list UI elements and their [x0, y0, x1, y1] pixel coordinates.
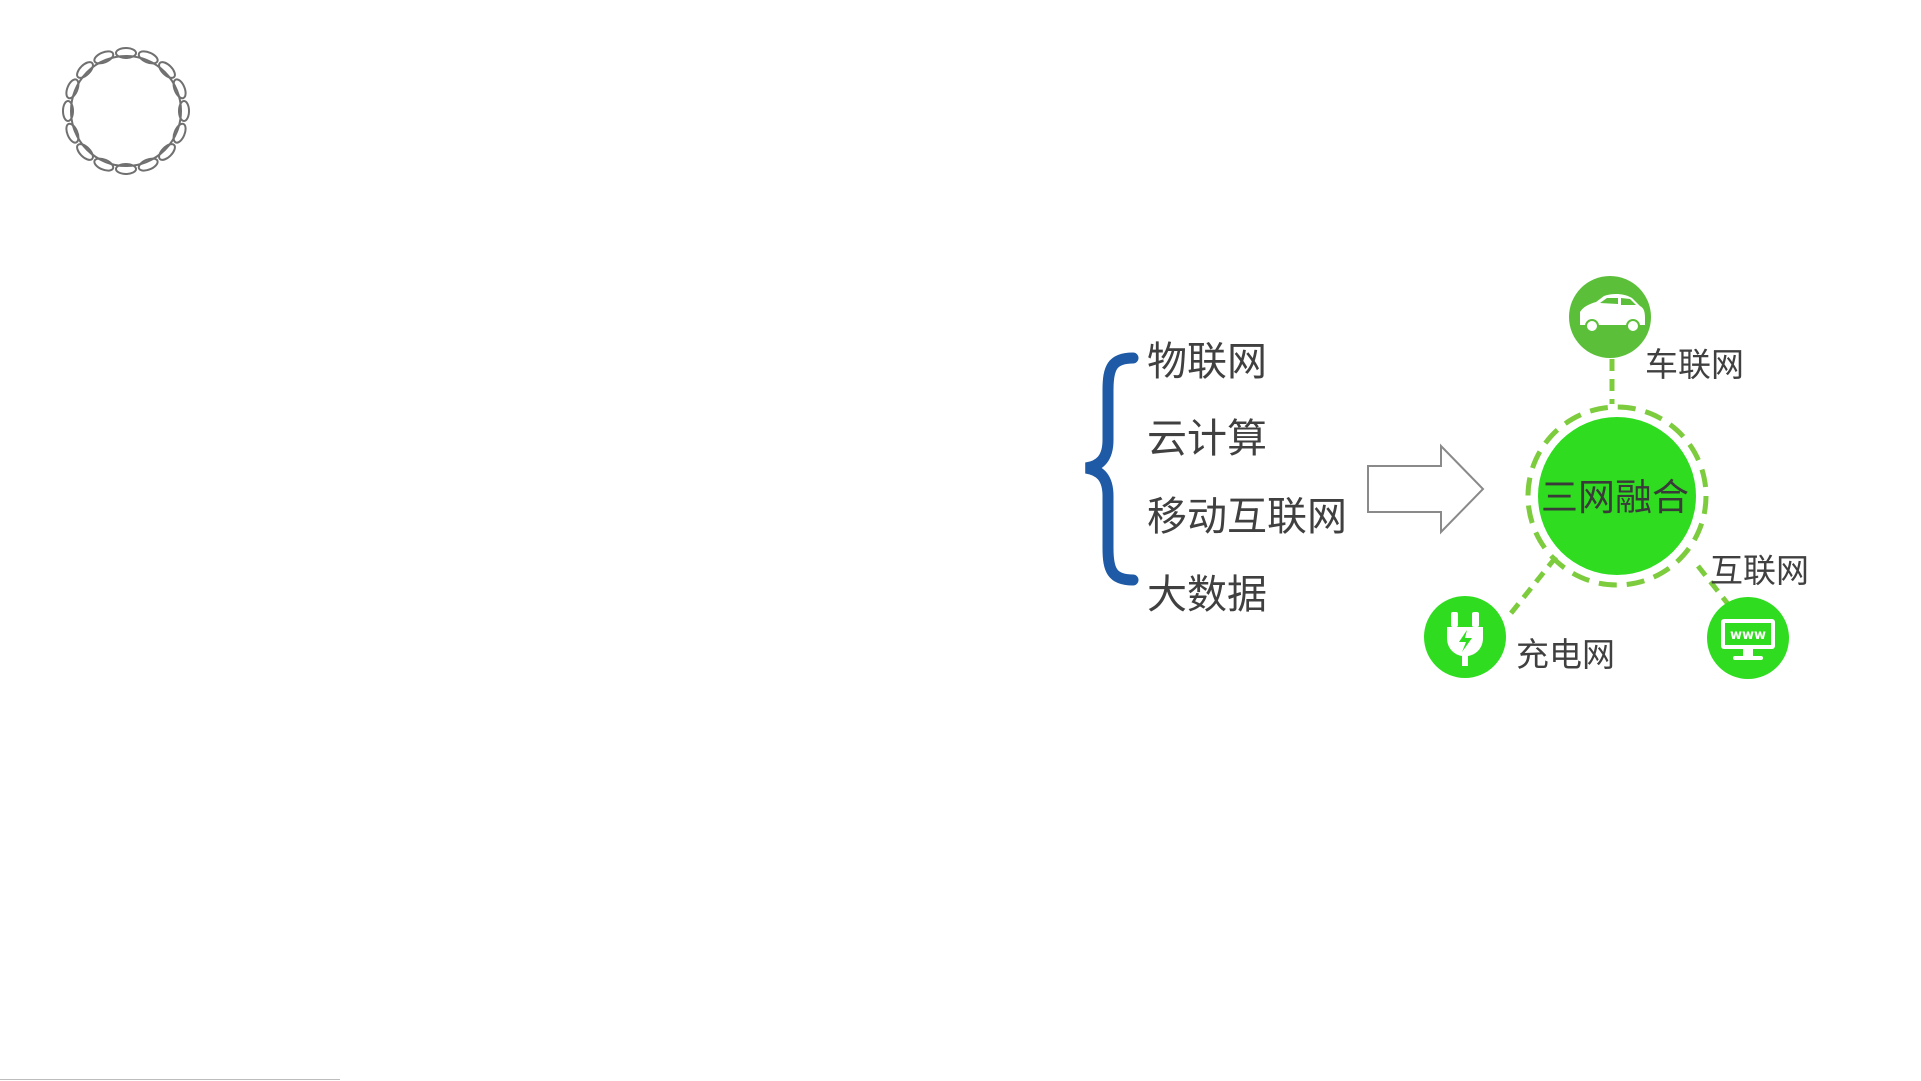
ring-petal	[137, 156, 159, 173]
term-iot: 物联网	[1147, 338, 1267, 386]
internet-label: 互联网	[1710, 551, 1809, 591]
internet-node: www	[1707, 597, 1789, 679]
ring-petal	[93, 156, 115, 173]
ornamental-ring-icon	[63, 48, 189, 174]
ring-petal	[64, 78, 81, 100]
curly-brace	[1086, 358, 1133, 580]
ring-petal	[74, 59, 95, 80]
term-cloud-computing: 云计算	[1147, 415, 1267, 463]
term-mobile-internet: 移动互联网	[1147, 493, 1347, 541]
charging-node	[1424, 596, 1506, 678]
center-label: 三网融合	[1530, 474, 1700, 522]
vehicle-node	[1569, 276, 1651, 358]
term-big-data: 大数据	[1147, 571, 1267, 619]
ring-petal	[93, 49, 115, 66]
ring-petal	[74, 141, 95, 162]
connector-charging	[1508, 557, 1556, 617]
ring-petal	[156, 59, 177, 80]
charging-network-label: 充电网	[1516, 635, 1615, 675]
ring-petal	[171, 122, 188, 144]
arrow-right-icon	[1368, 446, 1483, 532]
vehicle-network-label: 车联网	[1645, 345, 1744, 385]
www-icon-text: www	[1730, 628, 1766, 643]
ring-petal	[64, 122, 81, 144]
bottom-rule	[0, 1079, 340, 1080]
ring-petal	[156, 141, 177, 162]
ring-petal	[137, 49, 159, 66]
ring-petal	[171, 78, 188, 100]
